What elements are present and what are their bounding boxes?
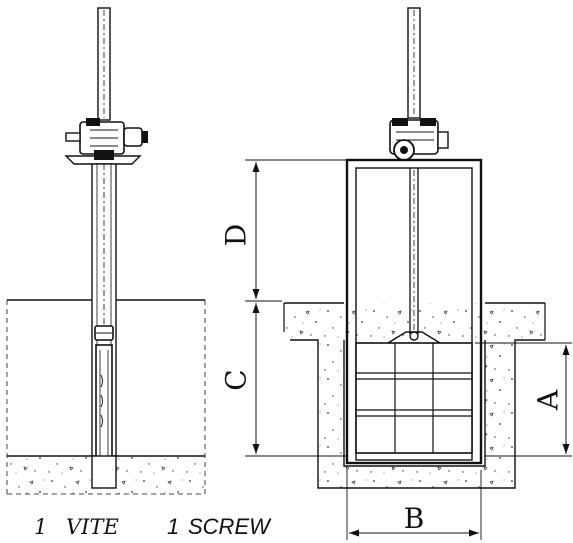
dimension-label-c: C (220, 369, 253, 390)
side-view (6, 7, 206, 495)
screw-stem-side (97, 7, 111, 121)
front-view: D C A B (220, 7, 572, 540)
caption-number-screw: 1 (167, 514, 179, 539)
dimension-label-a: A (532, 389, 565, 411)
caption-screw: SCREW (188, 514, 272, 539)
gear-motor-side (64, 118, 148, 165)
captions: 1 VITE 1 SCREW (34, 514, 272, 539)
caption-number-vite: 1 (34, 515, 47, 539)
dimension-label-b: B (404, 502, 425, 535)
gate-frame-outer (345, 158, 483, 465)
gate-blade-front (355, 342, 473, 454)
gate-frame-inner (355, 167, 473, 461)
gear-motor-front (389, 118, 449, 161)
dimension-label-d: D (220, 224, 253, 246)
caption-vite: VITE (66, 515, 119, 539)
